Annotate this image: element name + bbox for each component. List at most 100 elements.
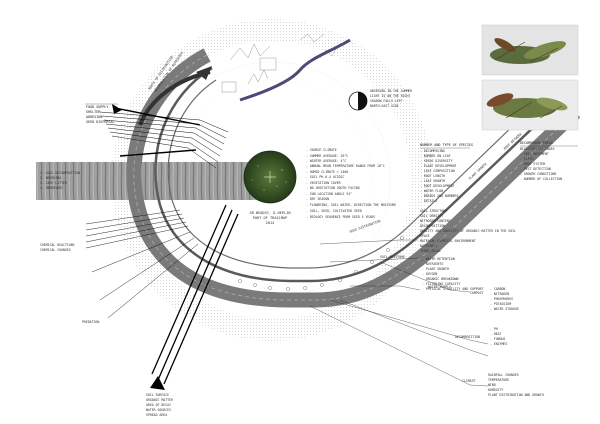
svg-text:SHADOW FALLS LEFT: SHADOW FALLS LEFT xyxy=(370,99,403,103)
left-strip-labels: 1. SOIL DECOMPOSITION 2. BREEDING 3. LEA… xyxy=(40,171,80,190)
svg-text:4. HERBIVORY: 4. HERBIVORY xyxy=(40,186,63,190)
svg-text:- WATER FLOW: - WATER FLOW xyxy=(420,189,443,193)
svg-text:- GROWTH CONDITIONS: - GROWTH CONDITIONS xyxy=(520,172,557,176)
svg-text:- PLANT GROWTH: - PLANT GROWTH xyxy=(422,267,449,271)
svg-text:NUTRIENTS: NUTRIENTS xyxy=(420,244,437,248)
svg-text:WIND: WIND xyxy=(488,383,496,387)
center-caption-1: SB BEADSY, D.HEPLIN xyxy=(249,211,290,215)
svg-text:SOIL SURFACE: SOIL SURFACE xyxy=(146,393,169,397)
svg-text:SPACE: SPACE xyxy=(420,234,430,238)
svg-text:- POTASSIUM: - POTASSIUM xyxy=(490,302,511,306)
svg-text:- DRY SEASON: - DRY SEASON xyxy=(306,197,329,201)
diagonal-arrows xyxy=(151,204,239,385)
water-supply-label: WATER SUPPLY xyxy=(428,285,451,289)
svg-text:NORTH-EAST SIDE: NORTH-EAST SIDE xyxy=(370,104,399,108)
svg-text:QUALITY AND QUANTITY OF ORGANI: QUALITY AND QUANTITY OF ORGANIC MATTER I… xyxy=(420,229,516,233)
svg-text:FOOD SUPPLY: FOOD SUPPLY xyxy=(86,105,108,109)
diagonal-arrowhead xyxy=(150,376,165,390)
soil-moisture-label: SOIL MOISTURE xyxy=(380,255,405,259)
upper-arrowhead xyxy=(196,66,212,80)
svg-text:- ORGANIC BREAKDOWN: - ORGANIC BREAKDOWN xyxy=(422,277,459,281)
svg-text:- NUMBER OF COLLECTION: - NUMBER OF COLLECTION xyxy=(520,177,562,181)
compost-label: COMPOST xyxy=(470,291,484,295)
far-right-list: DECOMPOSED FIELD BIODIVERSITY INDEX - SO… xyxy=(520,141,562,181)
svg-text:- OXYGEN: - OXYGEN xyxy=(422,272,437,276)
climate-label: CLIMATE xyxy=(462,379,476,383)
svg-text:- SOURCE CLIMATE: - SOURCE CLIMATE xyxy=(306,148,337,152)
svg-text:1. SOIL DECOMPOSITION: 1. SOIL DECOMPOSITION xyxy=(40,171,80,175)
svg-text:- ANNUAL MEAN TEMPERATURE RANG: - ANNUAL MEAN TEMPERATURE RANGE FROM 18°… xyxy=(306,164,385,168)
svg-text:- LEAF COMPOSITION: - LEAF COMPOSITION xyxy=(420,169,455,173)
root-nodules xyxy=(238,236,404,291)
photo-thumbnail-1 xyxy=(481,24,579,76)
center-caption-2: PART OF TRAILMAP xyxy=(253,216,288,220)
svg-text:WATER SOURCES: WATER SOURCES xyxy=(146,408,171,412)
svg-text:SHELTER: SHELTER xyxy=(86,110,101,114)
moon-label: OBSERVED IN THE SUMMER LIGHT IS ON THE R… xyxy=(370,89,412,108)
svg-text:SEED DISTRIBUTION: SEED DISTRIBUTION xyxy=(349,219,381,234)
center-notes: - SOURCE CLIMATE - SUMMER AVERAGE: 26°C … xyxy=(306,148,396,219)
right-species-list: NUMBER AND TYPE OF SPECIES - DECOMPOSING… xyxy=(420,143,473,203)
svg-text:- BIOLOGY SEQUENCE FROM SEED 5: - BIOLOGY SEQUENCE FROM SEED 5 YEARS xyxy=(306,215,375,219)
svg-text:- BREEDS AND NUMBERS: - BREEDS AND NUMBERS xyxy=(420,194,458,198)
svg-text:- LEAF GROWTH: - LEAF GROWTH xyxy=(420,179,445,183)
svg-text:SOIL STRUCTURE: SOIL STRUCTURE xyxy=(420,209,447,213)
svg-text:ADHESION: ADHESION xyxy=(86,115,102,119)
climate-list: RAINFALL CHANGES TEMPERATURE WIND HUMIDI… xyxy=(488,373,544,397)
label-rules xyxy=(85,103,578,149)
svg-text:- PHYSICAL STABILITY AND SUPPO: - PHYSICAL STABILITY AND SUPPORT xyxy=(422,287,483,291)
svg-text:- VEGETATION COVER: - VEGETATION COVER xyxy=(306,181,341,185)
svg-text:HUMIDITY: HUMIDITY xyxy=(488,388,503,392)
svg-text:- CARBON: - CARBON xyxy=(490,287,505,291)
svg-text:- HUMID CLIMATE > 1400: - HUMID CLIMATE > 1400 xyxy=(306,170,348,174)
svg-text:TEMPERATURE: TEMPERATURE xyxy=(488,378,509,382)
svg-text:- FLOWERING, SOIL WATER, DIREC: - FLOWERING, SOIL WATER, DIRECTION THE M… xyxy=(306,203,396,207)
svg-text:- PLANT DEVELOPMENT: - PLANT DEVELOPMENT xyxy=(420,164,457,168)
svg-text:- SUMMER AVERAGE: 26°C: - SUMMER AVERAGE: 26°C xyxy=(306,154,348,158)
svg-text:- SEEDS DIVERSITY: - SEEDS DIVERSITY xyxy=(420,159,453,163)
svg-text:- NUMBER ON LEAF: - NUMBER ON LEAF xyxy=(420,154,451,158)
compost-list: - CARBON - NITROGEN - PHOSPHORUS - POTAS… xyxy=(490,287,519,311)
svg-text:PLANT DISTRIBUTION AND GROWTH: PLANT DISTRIBUTION AND GROWTH xyxy=(488,393,544,397)
predation-label: PREDATION xyxy=(82,320,99,324)
center-caption-3: 2014 xyxy=(266,221,275,225)
svg-text:BIODIVERSITY INDEX: BIODIVERSITY INDEX xyxy=(520,147,555,151)
svg-text:OBSERVED IN THE SUMMER: OBSERVED IN THE SUMMER xyxy=(370,89,412,93)
photo-thumbnail-2 xyxy=(481,79,579,131)
svg-text:- NUTRIENTS: - NUTRIENTS xyxy=(422,262,443,266)
svg-text:- FILTERING CAPACITY: - FILTERING CAPACITY xyxy=(422,282,460,286)
svg-text:2. BREEDING: 2. BREEDING xyxy=(40,176,61,180)
svg-text:- PEST DETECTION: - PEST DETECTION xyxy=(520,167,551,171)
svg-text:- ROOT LENGTH: - ROOT LENGTH xyxy=(420,174,445,178)
svg-text:- WATER STORAGE: - WATER STORAGE xyxy=(490,307,519,311)
leader-lines-right xyxy=(309,239,489,387)
left-arrowhead xyxy=(112,104,122,114)
svg-text:RAINFALL CHANGES: RAINFALL CHANGES xyxy=(488,373,519,377)
svg-text:- SOIL, SEED, CULTIVATED SEED: - SOIL, SEED, CULTIVATED SEED xyxy=(306,209,362,213)
svg-text:DECOMPOSITION: DECOMPOSITION xyxy=(420,224,445,228)
arrow-lines-left xyxy=(114,107,201,157)
svg-text:- ROOT SYSTEM: - ROOT SYSTEM xyxy=(520,162,545,166)
svg-text:- HEAT: - HEAT xyxy=(490,332,502,336)
svg-text:- ROOT DEVELOPMENT: - ROOT DEVELOPMENT xyxy=(420,184,455,188)
chemical-labels: CHEMICAL REACTIONS CHEMICAL CHANGES xyxy=(40,243,75,252)
water-list: - WATER RETENTION - NUTRIENTS - PLANT GR… xyxy=(422,257,483,291)
svg-text:- FUNGUS: - FUNGUS xyxy=(490,337,505,341)
svg-text:SOIL DENSITY: SOIL DENSITY xyxy=(420,214,443,218)
svg-text:- SOIL PH 6.4 ACIDIC: - SOIL PH 6.4 ACIDIC xyxy=(306,175,344,179)
svg-text:- WATER RETENTION: - WATER RETENTION xyxy=(422,257,455,261)
svg-text:- PH: - PH xyxy=(490,327,498,331)
soil-structure-list: SOIL STRUCTURE SOIL DENSITY NITROGEN CON… xyxy=(420,209,516,253)
svg-text:3. LEAF LITTER: 3. LEAF LITTER xyxy=(40,181,67,185)
core-speckles xyxy=(251,165,287,191)
svg-text:- NITROGEN: - NITROGEN xyxy=(490,292,509,296)
svg-text:SPREAD AREA: SPREAD AREA xyxy=(146,413,167,417)
bottom-left-labels: SOIL SURFACE ORGANIC MATTER AREA OF DECA… xyxy=(146,393,173,417)
svg-text:- PHOSPHORUS: - PHOSPHORUS xyxy=(490,297,513,301)
svg-text:- SOIL MOVEMENT: - SOIL MOVEMENT xyxy=(520,152,549,156)
inner-band-thin xyxy=(167,79,546,269)
svg-text:CHEMICAL REACTIONS: CHEMICAL REACTIONS xyxy=(40,243,75,247)
svg-text:- WINTER AVERAGE: 4°C: - WINTER AVERAGE: 4°C xyxy=(306,159,346,163)
